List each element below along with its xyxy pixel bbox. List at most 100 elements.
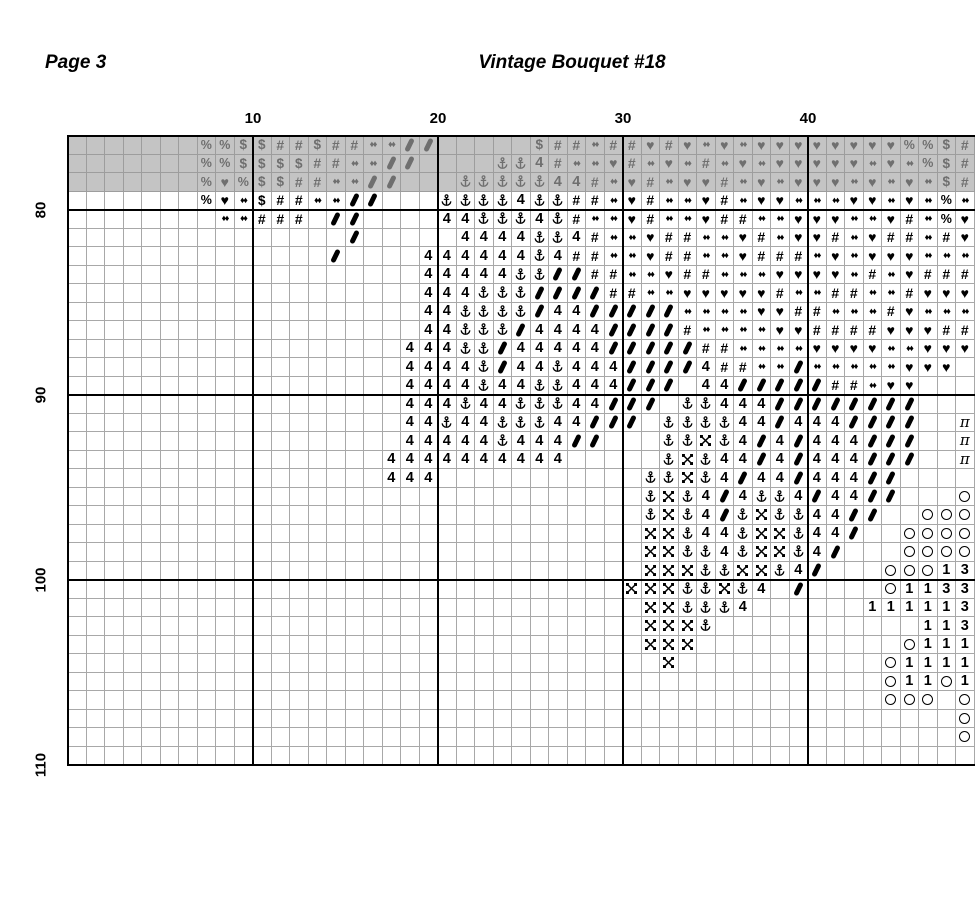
double-diamond-symbol: ♦♦ xyxy=(832,305,840,316)
pattern-cell xyxy=(808,561,827,580)
pattern-cell: 4 xyxy=(456,432,475,451)
pattern-cell xyxy=(789,395,808,414)
pattern-cell xyxy=(826,672,845,691)
anchor-symbol xyxy=(514,212,527,225)
pattern-cell: ♦♦ xyxy=(364,136,383,155)
pattern-cell xyxy=(530,617,549,636)
grid-bold-line-vertical xyxy=(806,134,810,767)
pattern-cell: # xyxy=(956,265,975,284)
digit-1-symbol: 1 xyxy=(960,636,969,652)
heart-symbol: ♥ xyxy=(775,136,784,153)
pattern-cell xyxy=(382,561,401,580)
pattern-cell: ♥ xyxy=(919,358,938,377)
pattern-cell: ♦♦ xyxy=(734,321,753,340)
heart-symbol: ♥ xyxy=(812,229,821,246)
pattern-cell xyxy=(86,136,105,155)
digit-1-symbol: 1 xyxy=(923,617,932,634)
pattern-cell xyxy=(752,691,771,710)
pattern-cell xyxy=(123,635,142,654)
pattern-cell xyxy=(68,635,87,654)
pattern-cell: # xyxy=(900,210,919,229)
pattern-cell xyxy=(327,247,346,266)
pattern-cell xyxy=(160,709,179,728)
pattern-cell xyxy=(456,136,475,155)
digit-1-symbol: 1 xyxy=(886,599,895,615)
pattern-cell: 4 xyxy=(549,173,568,192)
pattern-cell: # xyxy=(586,191,605,210)
double-diamond-symbol: ♦♦ xyxy=(739,139,748,150)
pattern-cell xyxy=(345,654,364,673)
pattern-cell xyxy=(660,376,679,395)
pattern-cell xyxy=(549,191,568,210)
pattern-cell: ♦♦ xyxy=(234,210,253,229)
pattern-cell xyxy=(475,561,494,580)
anchor-symbol xyxy=(477,341,490,355)
pattern-cell: ♥ xyxy=(937,358,956,377)
circle-symbol xyxy=(903,546,915,558)
pattern-cell xyxy=(216,358,235,377)
pattern-cell: ♥ xyxy=(216,173,235,192)
anchor-symbol xyxy=(644,508,657,521)
heart-symbol: ♥ xyxy=(757,192,766,209)
pattern-cell xyxy=(290,561,309,580)
pattern-cell xyxy=(216,339,235,358)
pattern-cell xyxy=(68,487,87,506)
double-diamond-symbol: ♦♦ xyxy=(887,342,896,353)
pattern-cell xyxy=(475,191,494,210)
pattern-cell: # xyxy=(623,284,642,303)
pattern-cell xyxy=(419,487,438,506)
pattern-cell: 4 xyxy=(456,228,475,247)
pattern-cell xyxy=(493,728,512,747)
pattern-cell: ♦♦ xyxy=(752,358,771,377)
pattern-cell xyxy=(308,413,327,432)
pattern-cell: # xyxy=(956,173,975,192)
heart-symbol: ♥ xyxy=(794,173,803,190)
double-diamond-symbol: ♦♦ xyxy=(813,361,822,372)
thick-slash-symbol xyxy=(644,340,656,356)
pattern-cell xyxy=(327,432,346,451)
pattern-cell xyxy=(142,228,161,247)
anchor-symbol xyxy=(718,434,731,447)
double-diamond-symbol: ♦♦ xyxy=(591,157,600,168)
pattern-cell xyxy=(271,598,290,617)
pattern-cell: ♥ xyxy=(808,265,827,284)
pattern-cell: ♦♦ xyxy=(604,247,623,266)
anchor-symbol xyxy=(792,508,805,521)
digit-4-symbol: 4 xyxy=(535,358,544,375)
pattern-cell: 4 xyxy=(697,506,716,525)
pattern-cell xyxy=(586,654,605,673)
double-diamond-symbol: ♦♦ xyxy=(702,324,711,335)
pattern-cell xyxy=(382,173,401,192)
digit-4-symbol: 4 xyxy=(812,469,821,486)
pattern-cell xyxy=(808,376,827,395)
pattern-cell: ♥ xyxy=(956,228,975,247)
pattern-cell xyxy=(845,598,864,617)
pattern-cell xyxy=(512,561,531,580)
pattern-cell xyxy=(475,728,494,747)
percent-slash-symbol: % xyxy=(237,174,249,189)
pattern-cell xyxy=(456,469,475,488)
pattern-cell: 4 xyxy=(401,450,420,469)
digit-1-symbol: 1 xyxy=(868,599,877,615)
pattern-cell xyxy=(734,580,753,599)
pattern-cell xyxy=(641,561,660,580)
pattern-cell xyxy=(678,598,697,617)
double-diamond-symbol: ♦♦ xyxy=(739,324,748,335)
pattern-cell: 4 xyxy=(438,358,457,377)
pattern-cell xyxy=(660,709,679,728)
pattern-cell xyxy=(216,654,235,673)
pattern-cell xyxy=(752,598,771,617)
pattern-cell: ♥ xyxy=(604,154,623,173)
pattern-cell xyxy=(493,543,512,562)
thick-slash-symbol xyxy=(737,377,749,393)
pattern-cell xyxy=(160,228,179,247)
pattern-cell xyxy=(919,709,938,728)
double-diamond-symbol: ♦♦ xyxy=(628,231,637,242)
pattern-cell: 4 xyxy=(512,376,531,395)
pattern-cell xyxy=(863,413,882,432)
pattern-cell xyxy=(234,672,253,691)
digit-4-symbol: 4 xyxy=(738,599,747,615)
pattern-cell xyxy=(364,395,383,414)
pattern-cell xyxy=(401,321,420,340)
pattern-cell xyxy=(105,302,124,321)
